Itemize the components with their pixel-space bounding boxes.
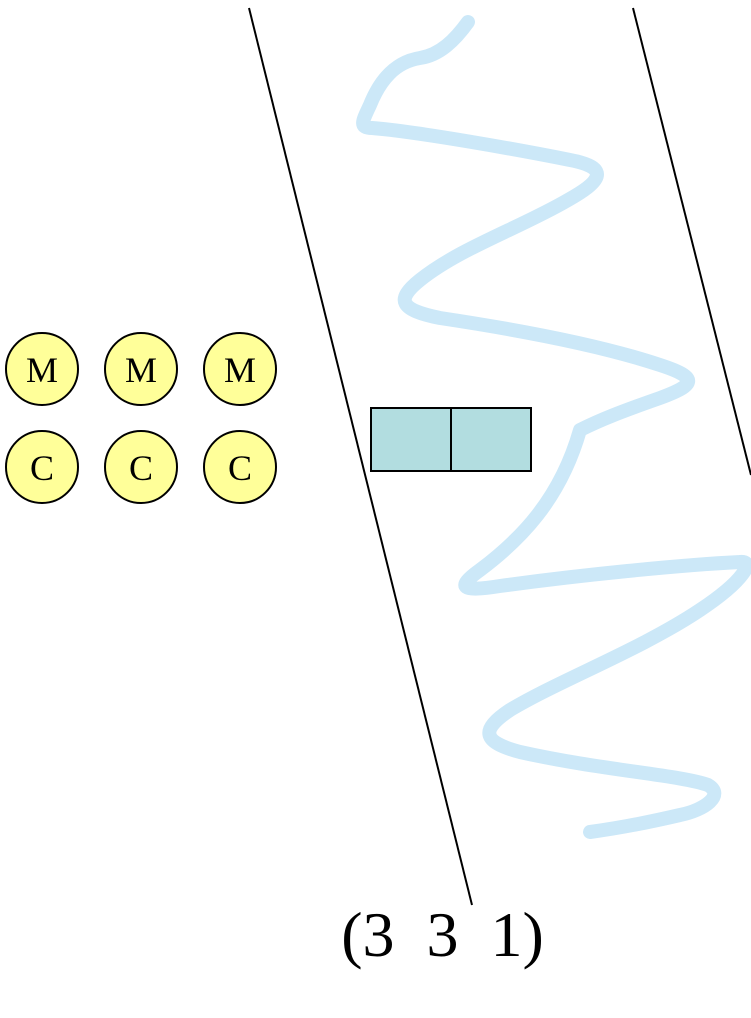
svg-text:C: C bbox=[228, 448, 252, 488]
svg-text:C: C bbox=[30, 448, 54, 488]
boat-seat-left bbox=[370, 407, 452, 472]
svg-text:M: M bbox=[26, 350, 58, 390]
cannibals-group: C C C bbox=[5, 430, 277, 504]
svg-text:M: M bbox=[125, 350, 157, 390]
boat-seat-right bbox=[450, 407, 532, 472]
cannibal-token: C bbox=[203, 430, 277, 504]
cannibal-token: C bbox=[5, 430, 79, 504]
missionary-token: M bbox=[104, 332, 178, 406]
left-bank-line bbox=[248, 7, 473, 906]
svg-text:M: M bbox=[224, 350, 256, 390]
missionaries-group: M M M bbox=[5, 332, 277, 406]
boat bbox=[370, 407, 532, 472]
right-bank-line bbox=[632, 7, 751, 476]
missionary-token: M bbox=[5, 332, 79, 406]
missionary-token: M bbox=[203, 332, 277, 406]
svg-text:C: C bbox=[129, 448, 153, 488]
river-icon bbox=[356, 15, 751, 839]
state-label: (3 3 1) bbox=[341, 899, 544, 970]
cannibal-token: C bbox=[104, 430, 178, 504]
